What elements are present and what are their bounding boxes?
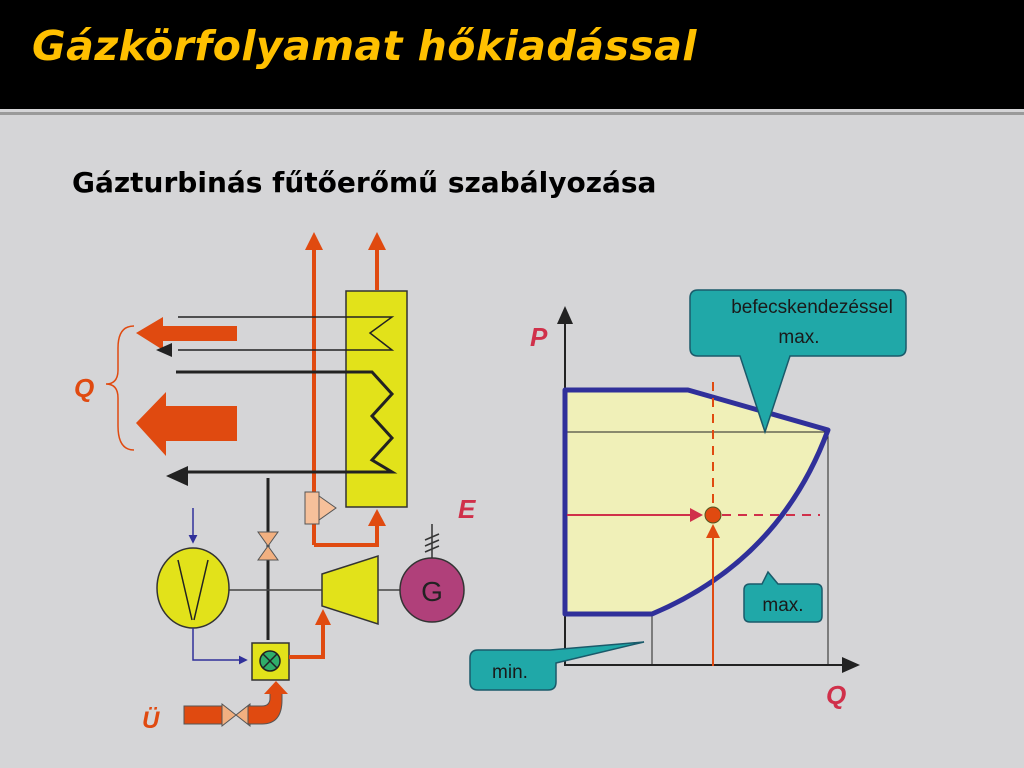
fuel-inlet-arrowhead xyxy=(264,681,288,694)
turbine-exhaust-line xyxy=(314,524,379,547)
compressed-air-line xyxy=(192,628,248,665)
operating-point-vertical-arrowhead xyxy=(706,524,720,538)
pq-operating-chart: P Q befecskendezéssel max. max. min xyxy=(469,289,907,710)
exhaust-arrowhead-left xyxy=(305,232,323,250)
fuel-pipe xyxy=(183,705,223,725)
x-axis-arrowhead xyxy=(842,657,860,673)
compressor xyxy=(156,547,230,629)
generator-label: G xyxy=(421,576,443,607)
callout-injection-max: befecskendezéssel max. xyxy=(689,289,907,435)
heat-out-arrowhead-main xyxy=(166,466,188,486)
callout-top-line2: max. xyxy=(778,327,819,348)
gas-turbine xyxy=(321,554,379,626)
exhaust-arrowhead-right xyxy=(368,232,386,250)
heat-label: Q xyxy=(74,373,94,403)
power-label: E xyxy=(458,494,476,524)
callout-max-text: max. xyxy=(762,595,803,616)
bypass-valve xyxy=(257,531,279,561)
heat-out-arrowhead-thin xyxy=(156,343,172,357)
heat-exchanger xyxy=(345,290,408,508)
operating-boundary xyxy=(562,387,831,617)
operating-point-horizontal-arrowhead xyxy=(690,508,703,522)
slide-title: Gázkörfolyamat hőkiadással xyxy=(32,22,697,70)
burner-cross xyxy=(262,653,278,669)
operating-region xyxy=(565,390,828,614)
title-bar: Gázkörfolyamat hőkiadással xyxy=(0,0,1024,109)
fuel-valve xyxy=(221,702,251,728)
heat-out-arrow-1 xyxy=(136,317,237,350)
turbine-exhaust-arrowhead xyxy=(368,509,386,526)
operating-point xyxy=(704,506,722,524)
heat-brace xyxy=(105,325,135,451)
coil-small xyxy=(178,316,395,351)
callout-max-heat: max. xyxy=(743,570,823,623)
callout-min-heat: min. xyxy=(469,641,645,691)
combustor-to-turbine xyxy=(289,622,325,659)
combustor-to-turbine-arrowhead xyxy=(315,609,331,625)
y-axis-arrowhead xyxy=(557,306,573,324)
plant-schematic: Q G xyxy=(74,232,476,734)
x-axis-label: Q xyxy=(826,680,846,710)
fuel-pipe-bend xyxy=(247,689,283,725)
title-divider xyxy=(0,112,1024,115)
exhaust-valve xyxy=(304,491,337,525)
callout-min-text: min. xyxy=(492,662,528,683)
heat-out-arrow-2 xyxy=(136,392,237,456)
compressor-blades xyxy=(177,559,209,621)
slide-subtitle: Gázturbinás fűtőerőmű szabályozása xyxy=(72,166,657,199)
callout-top-line1: befecskendezéssel xyxy=(731,297,893,318)
fuel-label: Ü xyxy=(142,707,160,734)
ground-symbol xyxy=(424,524,440,558)
coil-large xyxy=(176,370,398,474)
y-axis-label: P xyxy=(530,322,548,352)
